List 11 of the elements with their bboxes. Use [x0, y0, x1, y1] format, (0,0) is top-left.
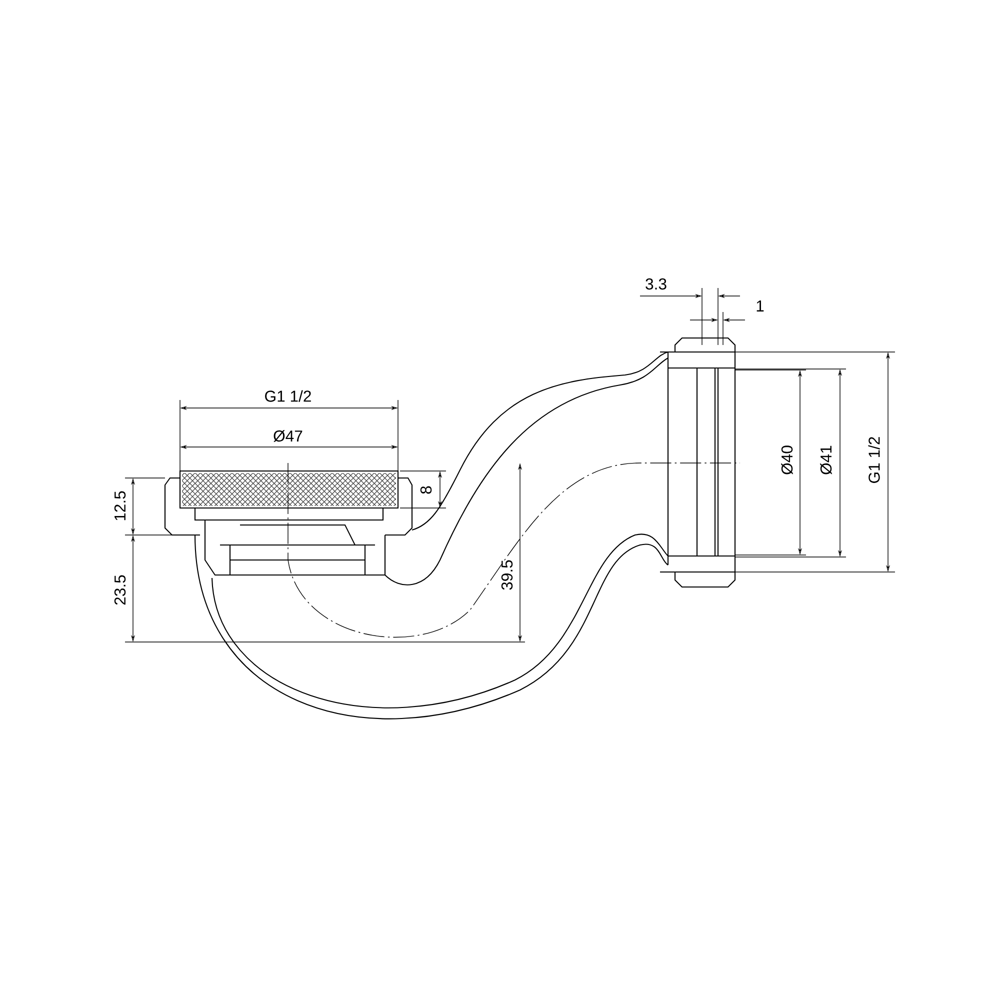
- dimension-label: 23.5: [114, 575, 126, 605]
- dimension-label: Ø41: [820, 446, 832, 474]
- dimension-label: 3.3: [646, 278, 666, 290]
- dimension-label: 8: [420, 486, 432, 494]
- dimension-label: G1 1/2: [265, 390, 311, 402]
- dimension-label: 1: [756, 300, 764, 312]
- dimension-label: 12.5: [114, 491, 126, 520]
- dimension-label: 39.5: [501, 560, 513, 590]
- dimension-label: Ø47: [274, 430, 302, 442]
- dimension-label: Ø40: [781, 446, 793, 474]
- dimension-label: G1 1/2: [868, 437, 880, 483]
